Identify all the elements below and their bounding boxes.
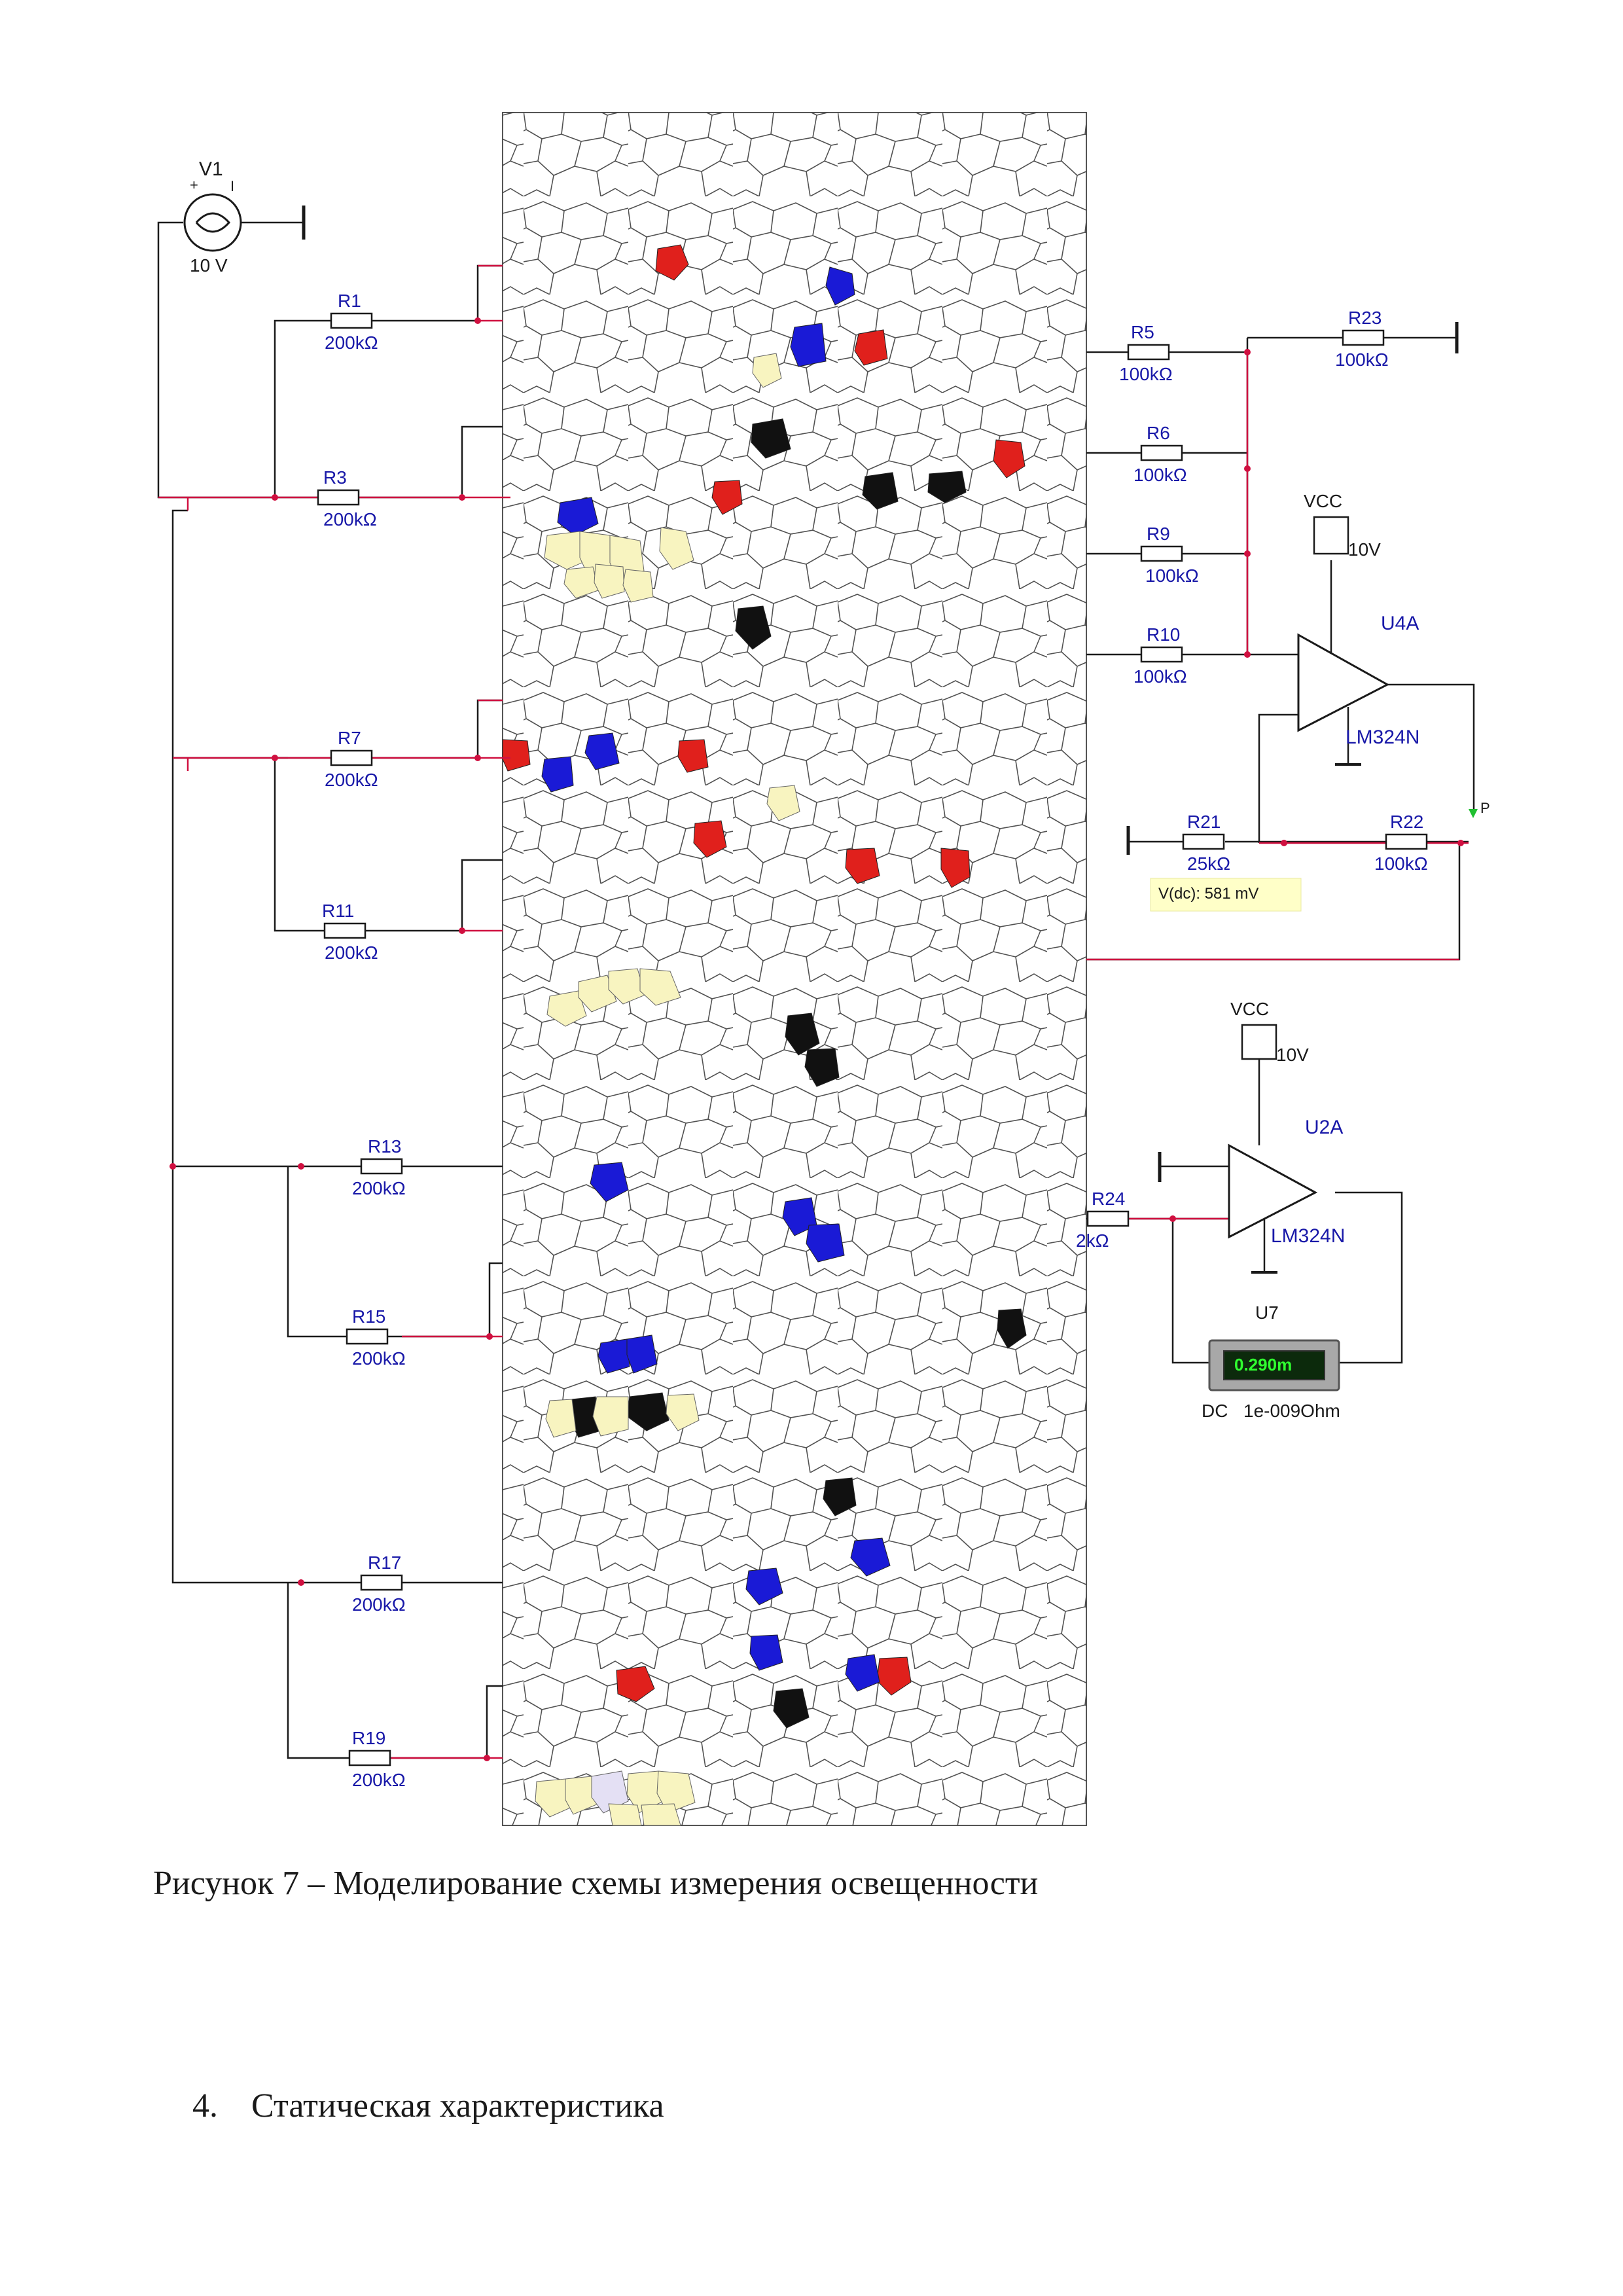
colored-grain-cells: [502, 244, 1027, 1826]
meter-name: U7: [1255, 1302, 1279, 1323]
v1-value: 10 V: [190, 255, 228, 276]
resistor-name-r21: R21: [1187, 812, 1221, 832]
resistor-name-r6: R6: [1147, 423, 1170, 443]
probe-reading: V(dc): 581 mV: [1158, 885, 1259, 903]
resistor-value-r22: 100kΩ: [1374, 853, 1428, 874]
resistor-value-r1: 200kΩ: [325, 332, 378, 353]
v1-source[interactable]: [183, 193, 242, 252]
u2a-label: U2A: [1305, 1117, 1344, 1138]
junction-dots: [169, 317, 493, 1761]
resistor-value-r6: 100kΩ: [1133, 465, 1187, 485]
resistor-value-r7: 200kΩ: [325, 770, 378, 790]
resistor-name-r5: R5: [1131, 322, 1154, 342]
resistor-name-r24: R24: [1092, 1189, 1126, 1209]
resistor-value-r19: 200kΩ: [352, 1770, 406, 1790]
vcc-value-2: 10V: [1276, 1045, 1309, 1065]
vcc-value-1: 10V: [1348, 539, 1381, 560]
meter-mode: DC: [1202, 1401, 1228, 1421]
vcc-label-1: VCC: [1304, 491, 1343, 511]
v1-label: V1: [199, 158, 223, 180]
left-wiring: [157, 206, 503, 1759]
section-title: Статическая характеристика: [251, 2087, 664, 2125]
resistor-name-r10: R10: [1147, 624, 1181, 645]
probe-marker[interactable]: [1469, 809, 1478, 818]
figure-caption: Рисунок 7 – Моделирование схемы измерени…: [153, 1865, 1039, 1902]
resistor-value-r5: 100kΩ: [1119, 364, 1173, 384]
u2a-model: LM324N: [1271, 1225, 1346, 1247]
probe-readout-box: [1150, 878, 1302, 912]
resistor-name-r7: R7: [338, 728, 361, 748]
resistor-value-r24: 2kΩ: [1076, 1230, 1109, 1251]
resistor-value-r17: 200kΩ: [352, 1594, 406, 1615]
resistor-name-r13: R13: [368, 1136, 402, 1157]
resistor-name-r11: R11: [322, 901, 355, 921]
resistor-value-r13: 200kΩ: [352, 1178, 406, 1198]
multimeter-u7[interactable]: [1208, 1339, 1340, 1391]
resistor-name-r22: R22: [1390, 812, 1424, 832]
meter-resistance: 1e-009Ohm: [1243, 1401, 1340, 1421]
u2a-opamp[interactable]: [1228, 1143, 1318, 1239]
probe-label: P: [1480, 800, 1490, 816]
right-junction-dots: [1169, 349, 1464, 1222]
resistor-value-r11: 200kΩ: [325, 942, 378, 963]
resistor-name-r15: R15: [352, 1306, 386, 1327]
resistor-name-r3: R3: [323, 467, 347, 488]
resistor-name-r23: R23: [1348, 308, 1382, 328]
v1-minus: I: [230, 178, 235, 194]
vcc-boxes: [1241, 516, 1349, 1060]
resistor-value-r21: 25kΩ: [1187, 853, 1231, 874]
resistor-value-r15: 200kΩ: [352, 1348, 406, 1369]
grain-panel: [502, 112, 1087, 1826]
resistor-name-r17: R17: [368, 1552, 402, 1573]
vcc-label-2: VCC: [1230, 999, 1270, 1019]
u4a-model: LM324N: [1346, 726, 1420, 748]
meter-display: 0.290m: [1234, 1355, 1293, 1374]
v1-plus: +: [190, 177, 198, 193]
resistor-name-r9: R9: [1147, 524, 1170, 544]
resistor-symbols[interactable]: [317, 312, 1428, 1767]
section-number: 4.: [192, 2087, 218, 2125]
resistor-name-r19: R19: [352, 1728, 386, 1748]
resistor-name-r1: R1: [338, 291, 361, 311]
u4a-opamp[interactable]: [1297, 633, 1390, 732]
resistor-value-r10: 100kΩ: [1133, 666, 1187, 687]
resistor-value-r9: 100kΩ: [1145, 565, 1199, 586]
resistor-value-r3: 200kΩ: [323, 509, 377, 529]
u4a-label: U4A: [1381, 613, 1419, 634]
resistor-value-r23: 100kΩ: [1335, 350, 1389, 370]
